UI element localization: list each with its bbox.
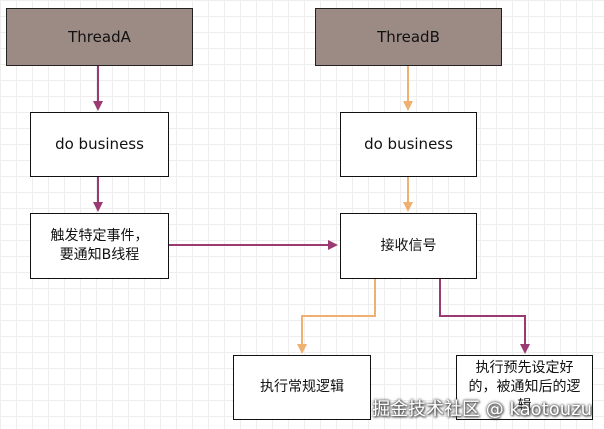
business-a-node: do business (30, 112, 169, 177)
normal-logic-node: 执行常规逻辑 (233, 355, 371, 420)
receive-signal-node: 接收信号 (340, 213, 477, 279)
preset-logic-node: 执行预先设定好的，被通知后的逻辑 (456, 355, 593, 420)
preset-logic-label: 执行预先设定好的，被通知后的逻辑 (468, 360, 581, 414)
normal-logic-label: 执行常规逻辑 (260, 379, 344, 396)
arrow-receive-to-preset (439, 279, 530, 354)
receive-signal-label: 接收信号 (380, 237, 437, 254)
threadb-label: ThreadB (377, 27, 440, 46)
business-b-label: do business (364, 135, 453, 154)
threadb-node: ThreadB (315, 8, 502, 66)
arrow-receive-to-normal (297, 279, 376, 354)
business-a-label: do business (55, 135, 144, 154)
threada-node: ThreadA (6, 8, 193, 66)
trigger-event-label: 触发特定事件， 要通知B线程 (50, 228, 149, 263)
watermark: 掘金技术社区 @ kaotouzu (372, 399, 592, 420)
threada-label: ThreadA (68, 27, 131, 46)
business-b-node: do business (340, 112, 477, 177)
trigger-event-node: 触发特定事件， 要通知B线程 (30, 213, 169, 279)
